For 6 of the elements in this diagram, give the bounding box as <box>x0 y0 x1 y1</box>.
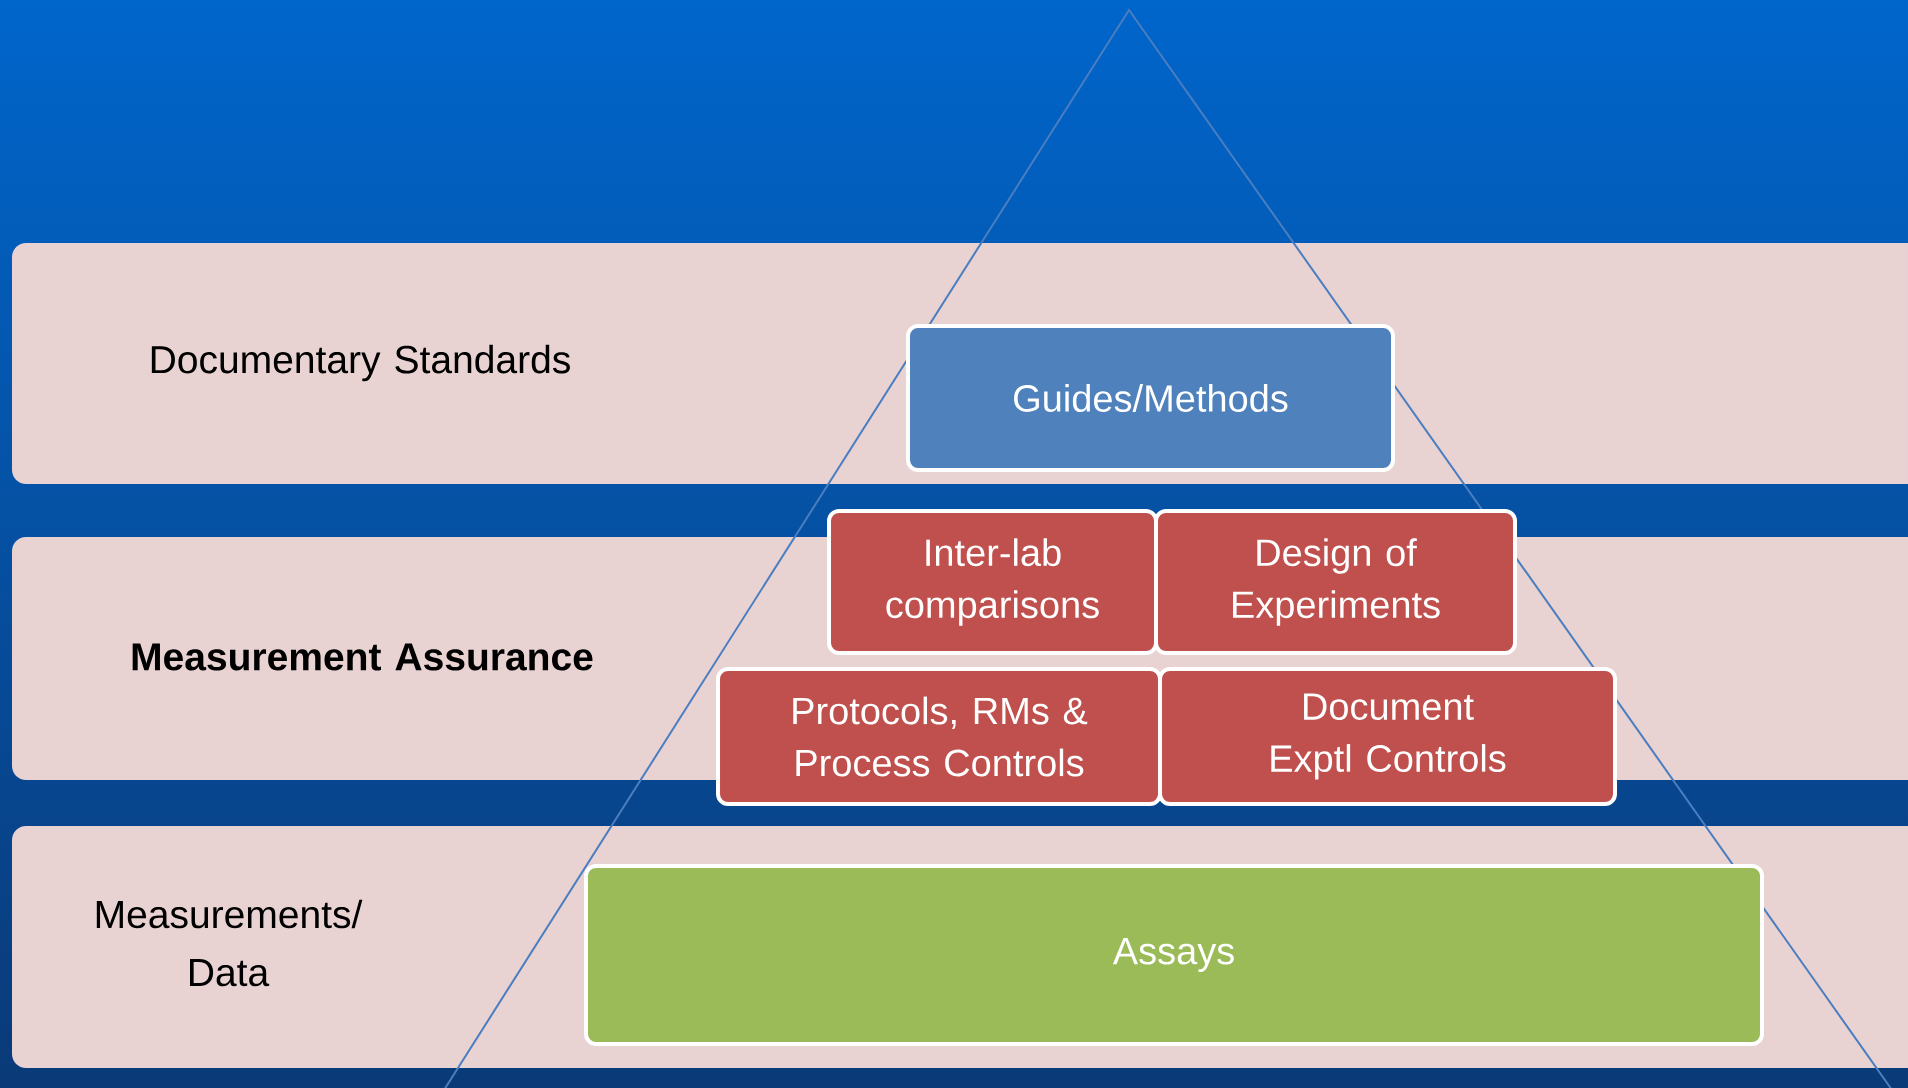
process-box: Guides/Methods <box>906 324 1395 472</box>
process-box: Document Exptl Controls <box>1158 667 1617 806</box>
process-box: Design of Experiments <box>1154 509 1517 655</box>
process-box: Inter-lab comparisons <box>827 509 1158 655</box>
process-box: Protocols, RMs & Process Controls <box>716 667 1162 806</box>
process-box: Assays <box>584 864 1764 1046</box>
